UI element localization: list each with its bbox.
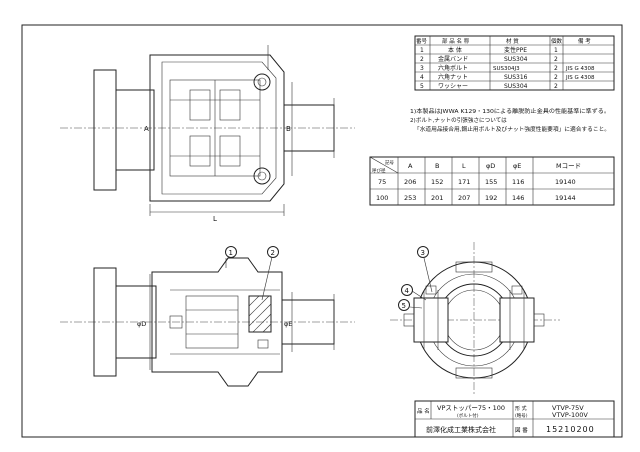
dim-D-label: φD: [137, 320, 146, 328]
dim-r2-mcode: 19144: [555, 194, 576, 202]
note-2: 2)ボルト,ナットの引張強さについては: [410, 116, 507, 124]
note-3: 「水道用品接合用,鋼止用ボルト及びナット強度性能要項」に適合すること。: [414, 125, 610, 133]
dim-r2-B: 201: [431, 194, 443, 202]
balloon-5: [398, 299, 410, 311]
parts-r2-name: 金属バンド: [438, 55, 468, 63]
dim-corner-top: 記号: [385, 159, 394, 166]
title-block: 品 名 VPストッパー75・100 (ボルト付) 形 式 (略号) VTVP-7…: [414, 400, 615, 438]
top-view: A B L: [60, 45, 355, 223]
parts-r2-material: SUS304: [504, 56, 528, 63]
parts-r1-material: 変性PPE: [504, 46, 527, 54]
dim-header-L: L: [462, 162, 466, 170]
title-name-sub: (ボルト付): [457, 412, 479, 419]
balloon-1-label: 1: [229, 249, 233, 257]
dim-B-label: B: [286, 125, 291, 133]
title-model-2: VTVP-100V: [552, 411, 588, 419]
parts-r1-name: 本 体: [448, 46, 462, 54]
dim-r1-B: 152: [431, 178, 443, 186]
dim-r2-E: 146: [512, 194, 524, 202]
dim-r2-D: 192: [485, 194, 497, 202]
parts-header-name: 部 品 名 称: [442, 37, 470, 45]
drawing-border: [21, 24, 623, 438]
notes: 1)本製品はJWWA K129・130による離脱防止金具の性能基準に準ずる。 2…: [410, 107, 610, 133]
title-name-value: VPストッパー75・100: [437, 404, 505, 412]
parts-r5-material: SUS304: [504, 83, 528, 90]
dim-corner-bottom: 呼び径: [372, 167, 386, 174]
balloon-2-label: 2: [271, 249, 275, 257]
dim-r1-mcode: 19140: [555, 178, 576, 186]
parts-header-material: 材 質: [506, 37, 519, 45]
parts-r1-qty: 1: [554, 47, 558, 54]
dim-header-E: φE: [513, 162, 521, 170]
dim-r1-L: 171: [458, 178, 470, 186]
front-view: φD φE 1 2: [60, 246, 355, 387]
dim-L-label: L: [213, 215, 217, 223]
parts-r2-no: 2: [420, 56, 424, 63]
dim-r2-L: 207: [458, 194, 470, 202]
dim-table: 記号 呼び径 A B L φD φE Mコード 75 206 152 171 1…: [369, 156, 615, 206]
title-company: 前澤化成工業株式会社: [426, 425, 496, 434]
dim-A-label: A: [144, 125, 149, 133]
dim-header-mcode: Mコード: [556, 162, 581, 170]
parts-r2-qty: 2: [554, 56, 558, 63]
balloon-1: [225, 246, 237, 258]
end-view: 3 4 5: [390, 242, 560, 395]
dim-E-label: φE: [284, 320, 292, 328]
title-model-label: 形 式: [515, 405, 527, 412]
dim-r1-size: 75: [378, 178, 386, 186]
balloon-2: [267, 246, 279, 258]
balloon-4-label: 4: [405, 287, 410, 295]
parts-r4-qty: 2: [554, 74, 558, 81]
title-model-1: VTVP-75V: [552, 404, 584, 412]
parts-r3-name: 六角ボルト: [438, 64, 468, 72]
parts-r3-qty: 2: [554, 65, 558, 72]
parts-r1-no: 1: [420, 47, 424, 54]
parts-r5-qty: 2: [554, 83, 558, 90]
balloon-3-label: 3: [421, 249, 425, 257]
dim-r1-D: 155: [485, 178, 497, 186]
title-drawing-label: 図 番: [515, 427, 528, 434]
dim-r1-E: 116: [512, 178, 524, 186]
dim-r2-A: 253: [404, 194, 416, 202]
parts-table: 番号 部 品 名 称 材 質 個数 備 考 1 本 体 変性PPE 1 2 金属…: [414, 35, 615, 91]
parts-r5-name: ワッシャー: [438, 83, 468, 90]
parts-r3-remark: JIS G 4308: [565, 66, 595, 72]
parts-r4-remark: JIS G 4308: [565, 75, 595, 81]
parts-r3-material: SUS304J3: [493, 66, 520, 72]
parts-r4-no: 4: [420, 74, 424, 81]
dim-r2-size: 100: [376, 194, 388, 202]
balloon-3: [417, 246, 429, 258]
parts-header-no: 番号: [416, 38, 428, 45]
dim-header-B: B: [435, 162, 439, 170]
balloon-4: [401, 284, 413, 296]
dim-r1-A: 206: [404, 178, 416, 186]
parts-r4-name: 六角ナット: [438, 73, 468, 81]
parts-r3-no: 3: [420, 65, 424, 72]
parts-header-remark: 備 考: [578, 37, 591, 45]
parts-r5-no: 5: [420, 83, 424, 90]
title-name-label: 品 名: [417, 407, 430, 415]
dim-header-D: φD: [486, 162, 495, 170]
dim-header-A: A: [408, 162, 413, 170]
parts-header-qty: 個数: [551, 37, 563, 45]
parts-r4-material: SUS316: [504, 74, 528, 81]
balloon-5-label: 5: [402, 302, 406, 310]
title-model-sub: (略号): [515, 412, 528, 419]
note-1: 1)本製品はJWWA K129・130による離脱防止金具の性能基準に準ずる。: [410, 107, 610, 115]
title-drawing-no: 15210200: [546, 425, 595, 434]
